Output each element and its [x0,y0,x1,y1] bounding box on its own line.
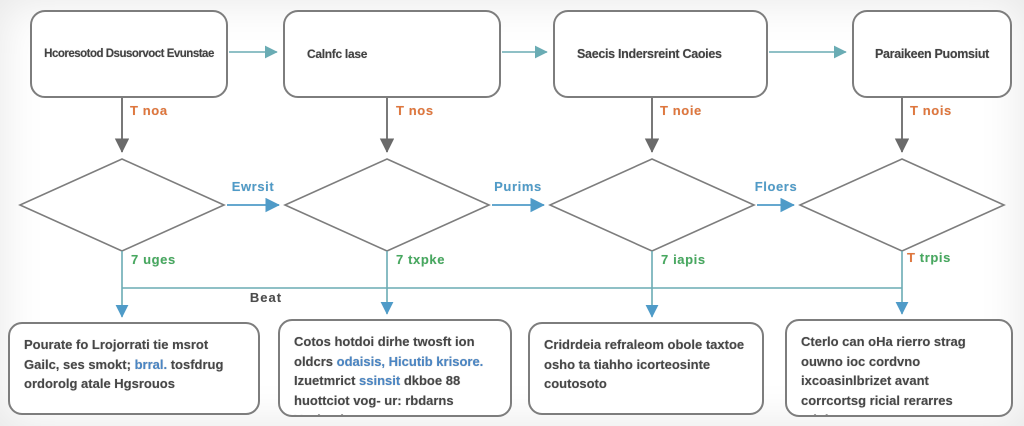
result-box-3-text: Cridrdeia refraleom obole taxtoe osho ta… [544,337,745,391]
result-box-1: Pourate fo Lrojorrati tie msrot Gailc, s… [8,322,260,415]
process-box-2-label: Calnfc lase [307,47,368,61]
no-label-3: T noie [660,103,702,118]
result-box-2-text: Cotos hotdoi dirhe twosft ion oldcrs [294,334,475,369]
no-label-1: T noa [130,103,168,118]
yes-label-1-prefix: 7 [131,252,139,267]
result-box-2-text3: dkboe 88 huottciot vog- ur: rbdarns Veni… [294,373,461,415]
diamond-4 [798,158,1006,252]
pass-label-3: Floers [754,179,798,194]
process-box-4: Paraikeen Puomsiut [852,10,1012,98]
result-box-2: Cotos hotdoi dirhe twosft ion oldcrs oda… [278,319,512,417]
result-box-1-link: brral. [134,356,168,372]
result-box-4-text: Cterlo can oHa rierro strag ouwno ioc co… [801,334,966,415]
result-box-2-link: odaisis, Hicutib krisore. [336,353,484,369]
yes-label-2-text: txpke [408,252,446,267]
diamond-2 [283,158,491,252]
no-label-2: T nos [396,103,434,118]
yes-label-4-prefix: T [907,250,916,265]
result-box-2-link2: ssinsit [359,373,401,388]
yes-label-1-text: uges [143,252,176,267]
yes-label-2-prefix: 7 [396,252,404,267]
decision-diamonds [18,158,1006,252]
result-box-1-text2: tosfdrug ordorolg atale Hgsrouos [24,356,224,392]
process-box-2: Calnfc lase [283,10,501,98]
box-to-diamond-arrows [114,98,910,153]
yes-label-4: T trpis [907,250,951,265]
process-box-1: Hcoresotod Dsusorvoct Evunstae [30,10,228,98]
diamond-3 [548,158,756,252]
diamond-1 [18,158,226,252]
pass-label-2: Purims [494,179,542,194]
result-box-3: Cridrdeia refraleom obole taxtoe osho ta… [528,322,764,415]
diamond-to-result-lines [115,251,909,318]
feedback-label: Beat [249,290,283,305]
yes-label-3: 7 iapis [661,252,706,267]
yes-label-1: 7 uges [131,252,176,267]
result-box-4: Cterlo can oHa rierro strag ouwno ioc co… [785,319,1013,417]
result-box-2-text2: Izuetmrict [294,373,360,388]
yes-label-3-text: iapis [673,252,706,267]
yes-label-2: 7 txpke [396,252,445,267]
process-box-3: Saecis Indersreint Caoies [553,10,768,98]
process-box-3-label: Saecis Indersreint Caoies [577,47,722,61]
no-label-4: T nois [910,103,952,118]
yes-label-3-prefix: 7 [661,252,669,267]
result-box-1-text: Pourate fo Lrojorrati tie msrot Gailc, s… [24,337,209,372]
pass-label-1: Ewrsit [231,179,275,194]
process-box-4-label: Paraikeen Puomsiut [874,47,990,61]
yes-label-4-text: trpis [919,250,951,265]
process-box-1-label: Hcoresotod Dsusorvoct Evunstae [44,48,214,60]
